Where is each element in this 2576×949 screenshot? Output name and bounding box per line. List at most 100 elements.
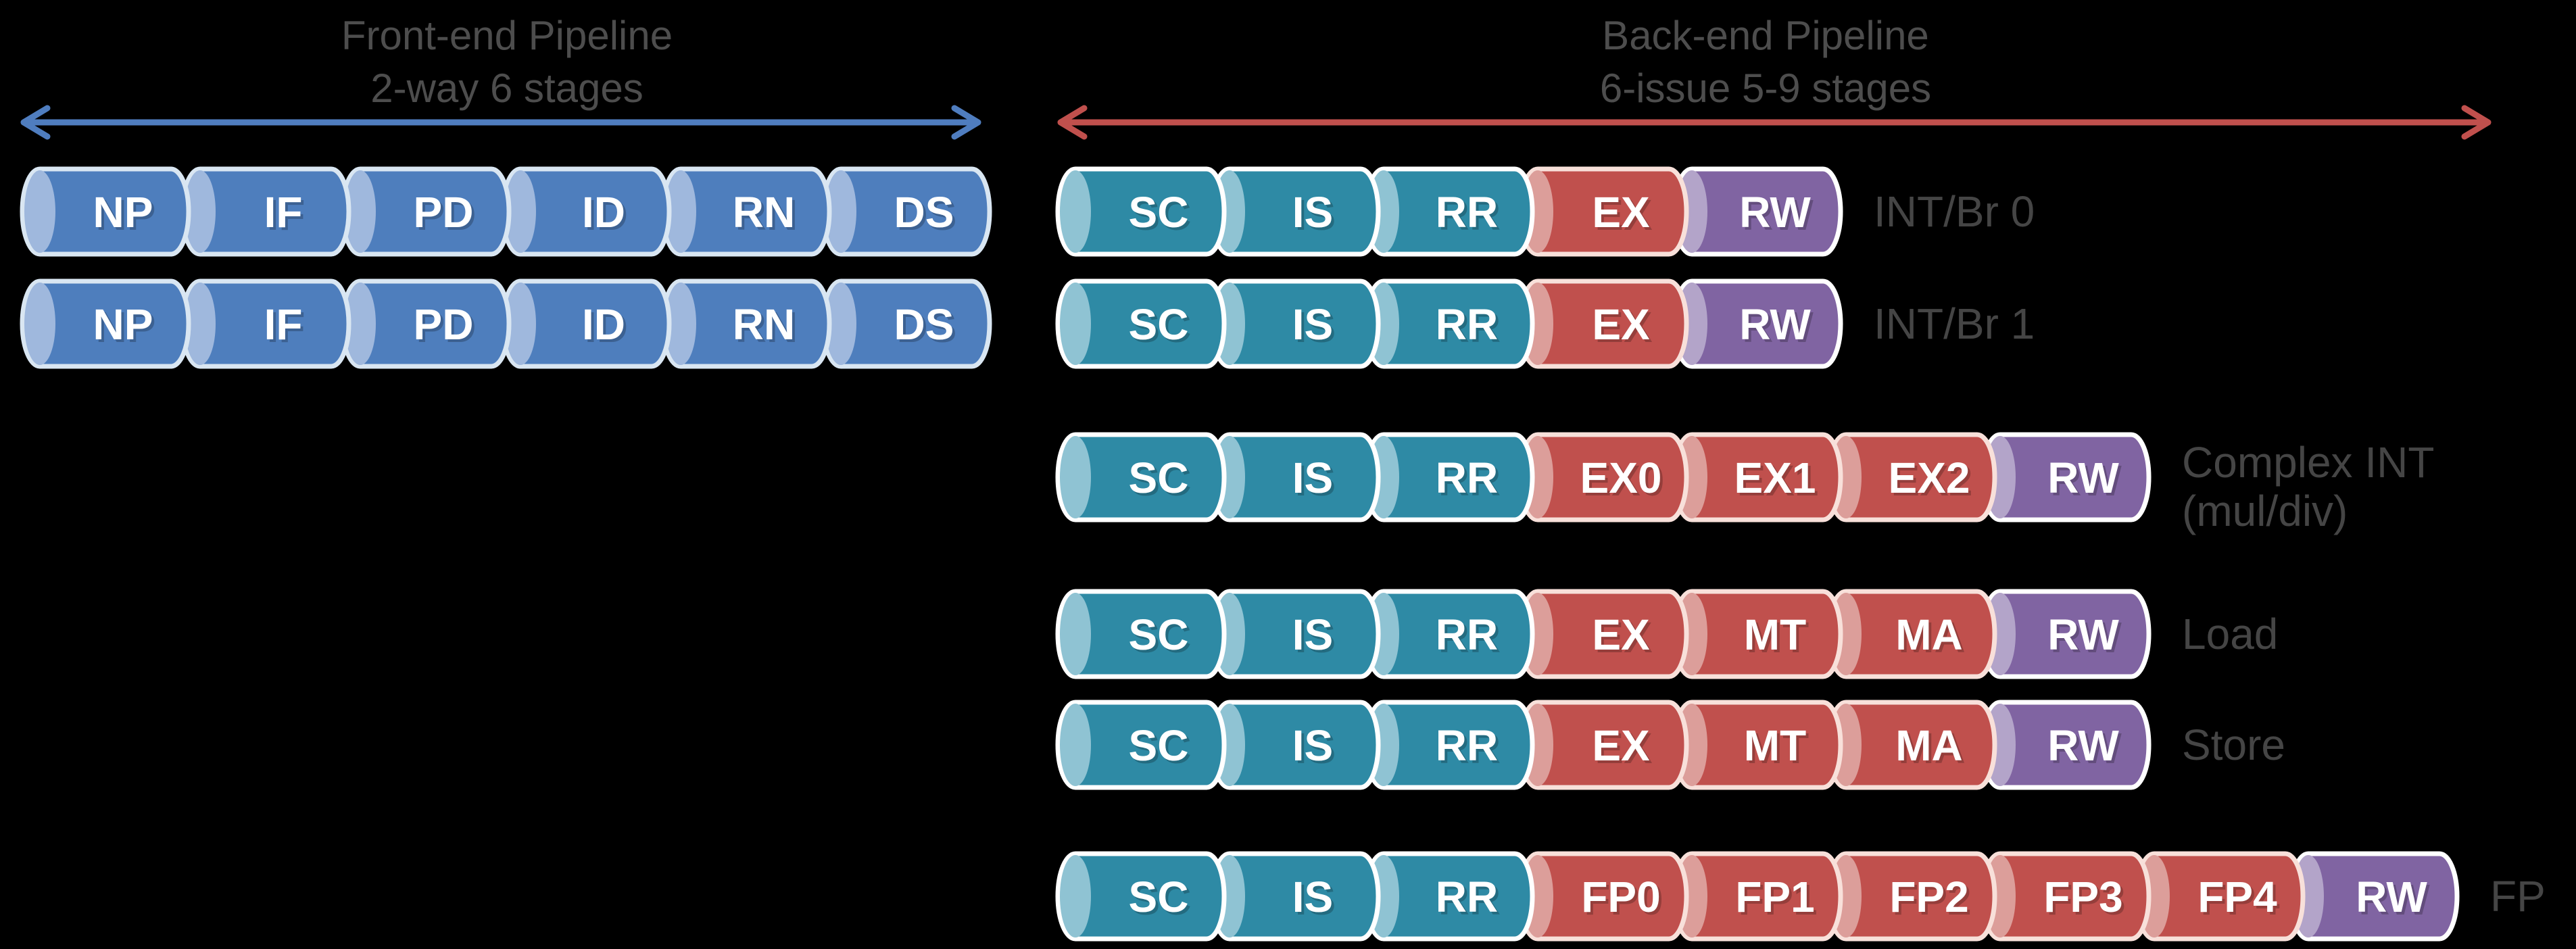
row-label-line: INT/Br 0 bbox=[1874, 187, 2035, 236]
stage-label: RR bbox=[1436, 188, 1498, 237]
stage-label-shadow: RW bbox=[2050, 613, 2122, 662]
stage-label: ID bbox=[582, 300, 625, 349]
stage-label-shadow: IS bbox=[1295, 724, 1336, 773]
stage-cylinder-cap bbox=[1060, 283, 1091, 365]
stage-label: DS bbox=[894, 188, 954, 237]
stage-label: SC bbox=[1129, 721, 1189, 770]
stage-label: MA bbox=[1895, 610, 1963, 659]
stage-label-shadow: RW bbox=[1742, 191, 1814, 239]
stage-label: RW bbox=[1739, 300, 1811, 349]
back-pipe-fp: RWRWFP4FP4FP3FP3FP2FP2FP1FP1FP0FP0RRRRIS… bbox=[1055, 851, 2460, 942]
stage-label: FP0 bbox=[1581, 873, 1660, 921]
stage-label: RW bbox=[2047, 721, 2119, 770]
stage-label-shadow: MT bbox=[1747, 613, 1809, 662]
stage-label: IS bbox=[1292, 610, 1333, 659]
stage-label: IF bbox=[264, 300, 303, 349]
stage-label-shadow: SC bbox=[1132, 456, 1192, 505]
stage-label: MA bbox=[1895, 721, 1963, 770]
stage-label-shadow: SC bbox=[1132, 303, 1192, 351]
stage-label-shadow: IS bbox=[1295, 456, 1336, 505]
stage-label: FP1 bbox=[1735, 873, 1814, 921]
stage-cylinder-cap bbox=[665, 170, 696, 253]
stage-label: IF bbox=[264, 188, 303, 237]
stage-label: EX0 bbox=[1580, 454, 1662, 502]
stage-label-shadow: SC bbox=[1132, 875, 1192, 924]
row-label-line: INT/Br 1 bbox=[1874, 299, 2035, 348]
stage-label: IS bbox=[1292, 188, 1333, 237]
backend-span-arrow bbox=[1057, 105, 2492, 140]
stage-cylinder-cap bbox=[185, 170, 216, 253]
stage-label-shadow: RR bbox=[1438, 613, 1501, 662]
stage-cylinder-cap bbox=[825, 283, 856, 365]
stage-label: SC bbox=[1129, 188, 1189, 237]
stage-cylinder-body bbox=[20, 278, 191, 369]
stage-label: EX bbox=[1592, 610, 1650, 659]
stage-label: IS bbox=[1292, 873, 1333, 921]
stage-cylinder-body bbox=[1055, 278, 1227, 369]
stage-label: RN bbox=[733, 300, 795, 349]
row-label-line: Complex INT bbox=[2182, 438, 2435, 487]
stage-label-shadow: FP3 bbox=[2046, 875, 2125, 924]
stage-cylinder-cap bbox=[1060, 593, 1091, 675]
stage-cylinder-cap bbox=[24, 170, 55, 253]
stage-cylinder-cap bbox=[1060, 704, 1091, 786]
stage-label-shadow: NP bbox=[96, 191, 156, 239]
stage-label-shadow: SC bbox=[1132, 191, 1192, 239]
back-pipe-intbr0-label: INT/Br 0 bbox=[1874, 164, 2035, 259]
stage-cylinder-cap bbox=[825, 170, 856, 253]
stage-label-shadow: IS bbox=[1295, 303, 1336, 351]
frontend-span-arrow bbox=[20, 105, 981, 140]
stage-label: MT bbox=[1744, 610, 1806, 659]
stage-cylinder-body bbox=[20, 166, 191, 257]
stage-label-shadow: RW bbox=[2050, 724, 2122, 773]
stage-label-shadow: FP0 bbox=[1584, 875, 1663, 924]
stage-label: MT bbox=[1744, 721, 1806, 770]
frontend-title: Front-end Pipeline 2-way 6 stages bbox=[101, 9, 913, 115]
stage-label-shadow: EX bbox=[1595, 191, 1653, 239]
stage-cylinder-cap bbox=[24, 283, 55, 365]
stage-cylinder-cap bbox=[1060, 436, 1091, 518]
stage-label-shadow: MA bbox=[1898, 613, 1966, 662]
stage-label-shadow: EX1 bbox=[1737, 456, 1819, 505]
stage-label-shadow: IS bbox=[1295, 875, 1336, 924]
stage-label: SC bbox=[1129, 454, 1189, 502]
stage-label: SC bbox=[1129, 610, 1189, 659]
stage-label: NP bbox=[93, 188, 153, 237]
stage-label-shadow: RR bbox=[1438, 456, 1501, 505]
stage-label: FP2 bbox=[1889, 873, 1968, 921]
stage-cylinder-body bbox=[1055, 589, 1227, 679]
stage-label: RW bbox=[2047, 610, 2119, 659]
stage-label: IS bbox=[1292, 454, 1333, 502]
stage-label: PD bbox=[414, 300, 474, 349]
stage-label-shadow: SC bbox=[1132, 724, 1192, 773]
stage-label-shadow: IF bbox=[267, 191, 306, 239]
